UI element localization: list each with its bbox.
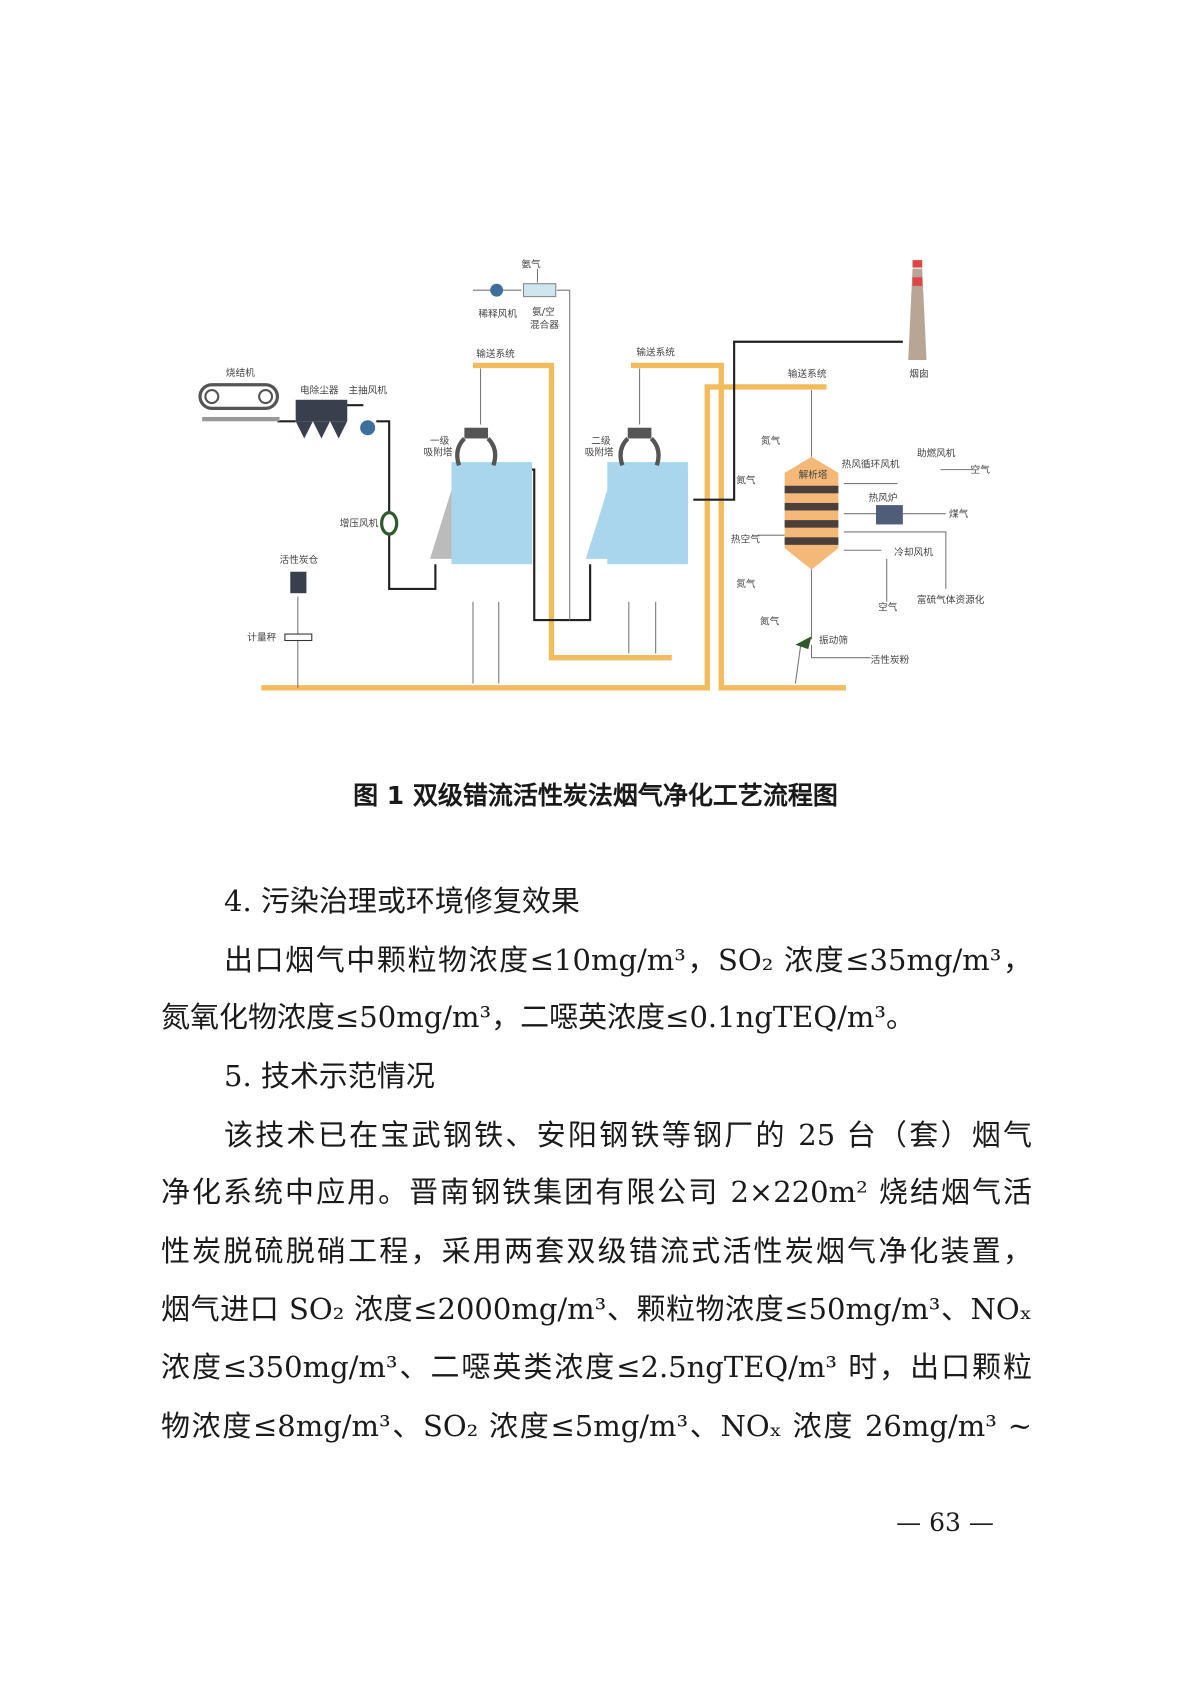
label-hot-stove: 热风炉 xyxy=(868,492,897,504)
label-chimney: 烟囱 xyxy=(909,368,928,380)
label-conveyor: 输送系统 xyxy=(476,348,515,360)
label-ammonia: 氨气 xyxy=(521,259,541,271)
label-carbon-powder: 活性炭粉 xyxy=(871,654,910,666)
paragraph-line: 烟气进口 SO₂ 浓度≤2000mg/m³、颗粒物浓度≤50mg/m³、NOₓ xyxy=(161,1292,1032,1326)
label-nitrogen: 氮气 xyxy=(736,578,756,590)
diagram-labels: 氨气 稀释风机 氨/空 混合器 输送系统 输送系统 输送系统 烟囱 烧结机 电除… xyxy=(226,259,990,666)
label-hot-air-fan: 热风循环风机 xyxy=(842,458,900,470)
label-booster-fan: 增压风机 xyxy=(340,518,379,530)
hot-stove xyxy=(875,505,903,525)
label-desorption-tower: 解析塔 xyxy=(799,469,828,481)
label-esp: 电除尘器 xyxy=(300,384,339,396)
weigher xyxy=(284,633,313,642)
label-mixer: 混合器 xyxy=(530,319,559,331)
label-combustion-fan: 助燃风机 xyxy=(917,448,956,460)
label-conveyor: 输送系统 xyxy=(788,368,827,380)
adsorption-tower-2 xyxy=(585,427,688,565)
section-heading: 4. 污染治理或环境修复效果 xyxy=(224,884,580,918)
label-tower1: 吸附塔 xyxy=(424,447,453,459)
label-weigher: 计量秤 xyxy=(247,632,276,644)
chimney xyxy=(908,260,927,361)
booster-fan-icon xyxy=(380,511,399,536)
desorption-tower xyxy=(784,456,839,570)
label-carbon-bin: 活性炭仓 xyxy=(280,554,319,566)
label-nitrogen: 氮气 xyxy=(761,435,781,447)
label-hot-air: 热空气 xyxy=(731,534,760,546)
sinter-machine xyxy=(198,383,280,422)
paragraph-line: 净化系统中应用。晋南钢铁集团有限公司 2×220m² 烧结烟气活 xyxy=(161,1175,1032,1209)
paragraph-line: 物浓度≤8mg/m³、SO₂ 浓度≤5mg/m³、NOₓ 浓度 26mg/m³ … xyxy=(161,1409,1032,1443)
adsorption-tower-1 xyxy=(430,427,533,565)
label-air: 空气 xyxy=(878,601,898,613)
paragraph-line: 出口烟气中颗粒物浓度≤10mg/m³，SO₂ 浓度≤35mg/m³， xyxy=(224,943,1032,977)
paragraph-line: 氮氧化物浓度≤50mg/m³，二噁英浓度≤0.1ngTEQ/m³。 xyxy=(161,1000,916,1034)
paragraph-line: 浓度≤350mg/m³、二噁英类浓度≤2.5ngTEQ/m³ 时，出口颗粒 xyxy=(161,1350,1032,1384)
ammonia-air-mixer xyxy=(522,283,557,298)
label-nitrogen: 氮气 xyxy=(760,615,780,627)
label-tower2: 吸附塔 xyxy=(585,447,614,459)
label-sulfur-gas: 富硫气体资源化 xyxy=(917,594,985,606)
label-tower2: 二级 xyxy=(591,435,611,447)
page-number: — 63 — xyxy=(896,1508,994,1537)
carbon-bin xyxy=(290,571,307,594)
paragraph-line: 性炭脱硫脱硝工程，采用两套双级错流式活性炭烟气净化装置， xyxy=(161,1234,1032,1268)
figure-caption: 图 1 双级错流活性炭法烟气净化工艺流程图 xyxy=(353,781,838,810)
dilution-fan-icon xyxy=(490,283,504,297)
paragraph-line: 该技术已在宝武钢铁、安阳钢铁等钢厂的 25 台（套）烟气 xyxy=(224,1118,1032,1152)
thin-lines xyxy=(297,268,973,688)
label-nitrogen: 氮气 xyxy=(736,475,756,487)
label-vibrating-screen: 振动筛 xyxy=(819,635,848,647)
label-main-fan: 主抽风机 xyxy=(348,384,387,396)
label-cooling-fan: 冷却风机 xyxy=(894,547,933,559)
label-mixer: 氨/空 xyxy=(532,306,555,318)
electrostatic-precipitator xyxy=(295,399,348,439)
label-coal-gas: 煤气 xyxy=(949,508,969,520)
conveyor-pipes xyxy=(261,362,846,691)
main-fan-icon xyxy=(360,420,376,436)
label-dilution-fan: 稀释风机 xyxy=(478,308,517,320)
label-tower1: 一级 xyxy=(430,435,450,447)
gas-flow-lines xyxy=(277,340,903,622)
label-sinter-machine: 烧结机 xyxy=(226,367,255,379)
label-conveyor: 输送系统 xyxy=(636,347,675,359)
section-heading: 5. 技术示范情况 xyxy=(224,1059,435,1093)
vibrating-screen xyxy=(795,636,812,650)
label-air: 空气 xyxy=(971,464,991,476)
